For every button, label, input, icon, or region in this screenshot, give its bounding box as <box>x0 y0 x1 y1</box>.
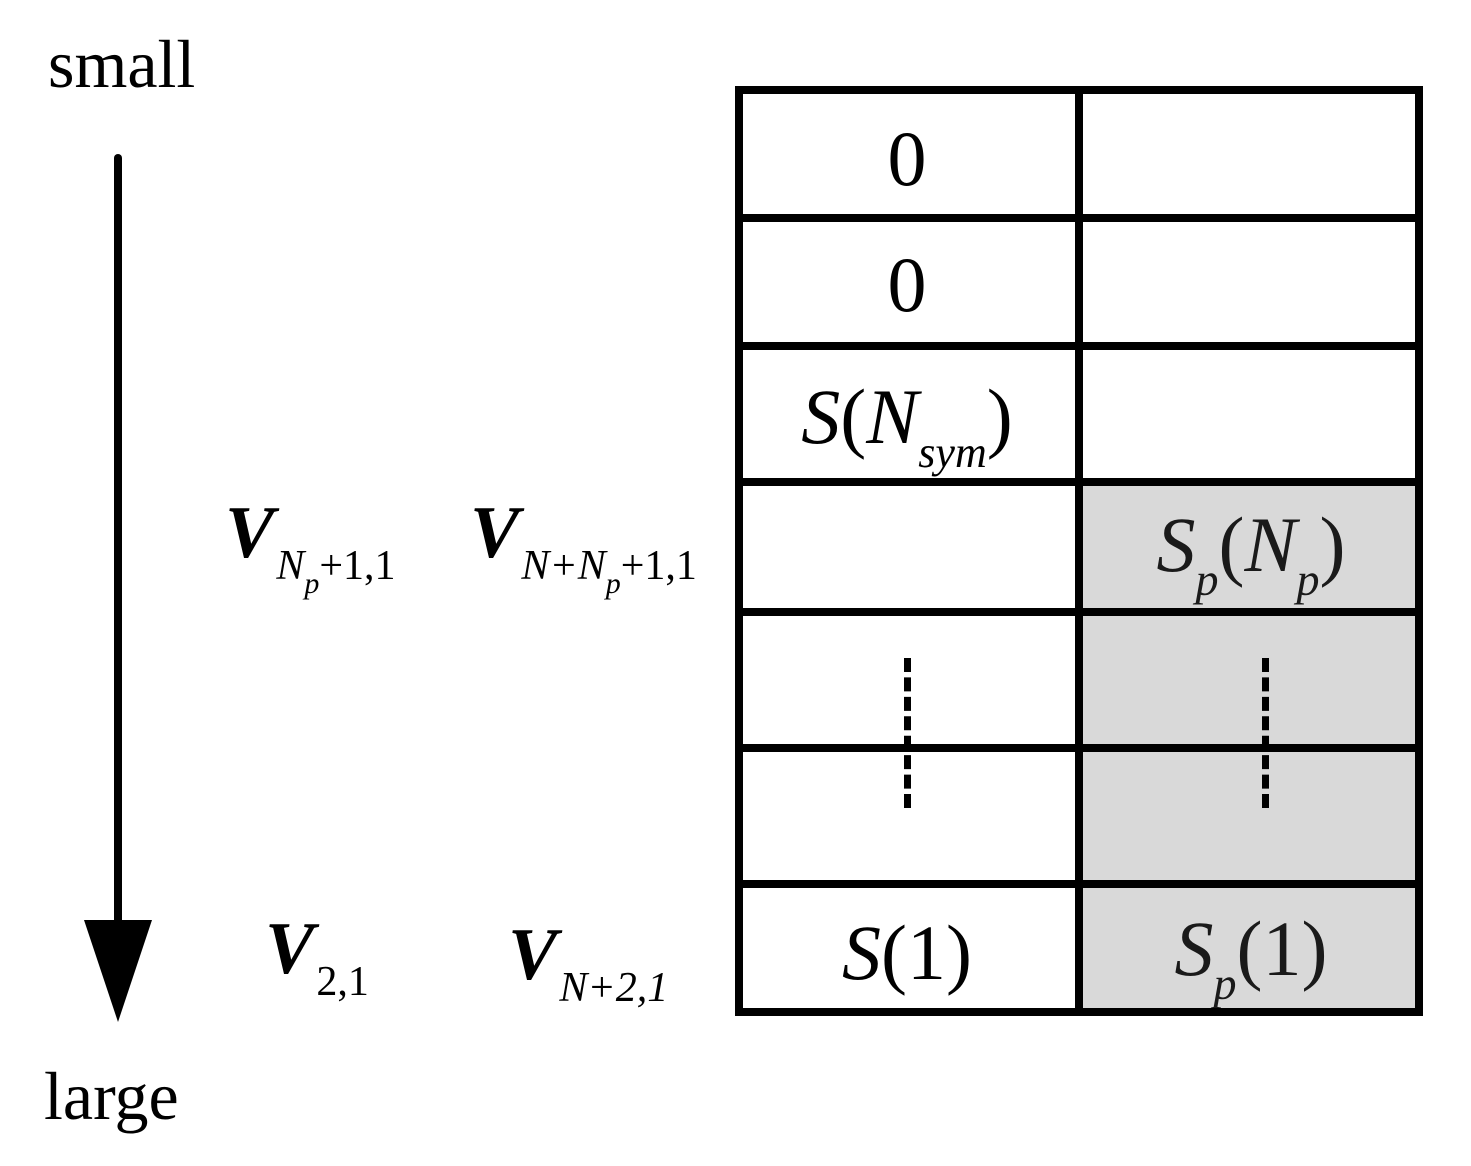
label-v-np-sub-main: N <box>276 543 305 589</box>
axis-bottom-label: large <box>44 1058 179 1134</box>
memory-grid: 0 0 S(Nsym) S(1) Sp(Np) Sp(1) <box>735 86 1423 1016</box>
label-v-np-sub-sub: p <box>304 567 320 600</box>
cell-c2-r4-text: Sp(Np) <box>1079 500 1423 605</box>
paren-close: ) <box>1319 501 1346 588</box>
grid-lines <box>735 86 1423 1016</box>
cell-c2-r4: Sp(Np) <box>1079 482 1423 610</box>
ellipsis-dashes-col1 <box>904 658 911 808</box>
axis-top-label: small <box>48 26 196 102</box>
sym-sub: sym <box>918 428 987 477</box>
cell-c1-r2-text: 0 <box>887 241 927 328</box>
label-v21-sub-tail: 2,1 <box>316 959 369 1005</box>
label-v-np-plus-1: VNp+1,1 <box>225 496 396 599</box>
label-v-n-np-plus-1: VN+Np+1,1 <box>470 496 697 599</box>
label-v-np-base: V <box>225 492 275 574</box>
arg-one: (1) <box>881 909 972 996</box>
cell-c1-r3-text: S(Nsym) <box>735 372 1079 477</box>
label-v-nnp-sub-sub: p <box>605 567 621 600</box>
label-v21-base: V <box>265 908 315 990</box>
cell-c2-r7: Sp(1) <box>1079 884 1423 1016</box>
p-argsub: p <box>1296 554 1320 605</box>
p-sub: p <box>1213 958 1237 1009</box>
sp-func: S <box>1156 501 1196 588</box>
ellipsis-dashes-col2 <box>1262 658 1269 808</box>
paren-open: ( <box>840 373 867 460</box>
n-arg: N <box>1244 501 1297 588</box>
cell-c1-r2: 0 <box>735 218 1079 346</box>
cell-c1-r1-text: 0 <box>887 115 927 202</box>
label-v-2-1: V2,1 <box>265 912 369 1003</box>
cell-c1-r1: 0 <box>735 86 1079 218</box>
label-vn21-base: V <box>508 914 558 996</box>
arg-one: (1) <box>1236 905 1328 992</box>
label-vn21-sub-tail: N+2,1 <box>559 965 669 1011</box>
s-func: S <box>842 909 882 996</box>
paren-open: ( <box>1218 501 1245 588</box>
cell-c1-r3: S(Nsym) <box>735 346 1079 482</box>
cell-c2-r7-text: Sp(1) <box>1079 904 1423 1009</box>
cell-c1-r7-text: S(1) <box>735 908 1079 998</box>
label-v-nnp-sub-head: N+N <box>521 543 606 589</box>
p-sub: p <box>1195 554 1219 605</box>
n-arg: N <box>866 373 919 460</box>
cell-c1-r7: S(1) <box>735 884 1079 1016</box>
label-v-nnp-base: V <box>470 492 520 574</box>
down-arrow-icon <box>84 154 152 1022</box>
s-func: S <box>801 373 841 460</box>
label-v-np-sub-tail: +1,1 <box>319 543 396 589</box>
sp-func: S <box>1174 905 1214 992</box>
label-v-nnp-sub-tail: +1,1 <box>620 543 697 589</box>
label-v-n-plus-2-1: VN+2,1 <box>508 918 668 1009</box>
paren-close: ) <box>986 373 1013 460</box>
